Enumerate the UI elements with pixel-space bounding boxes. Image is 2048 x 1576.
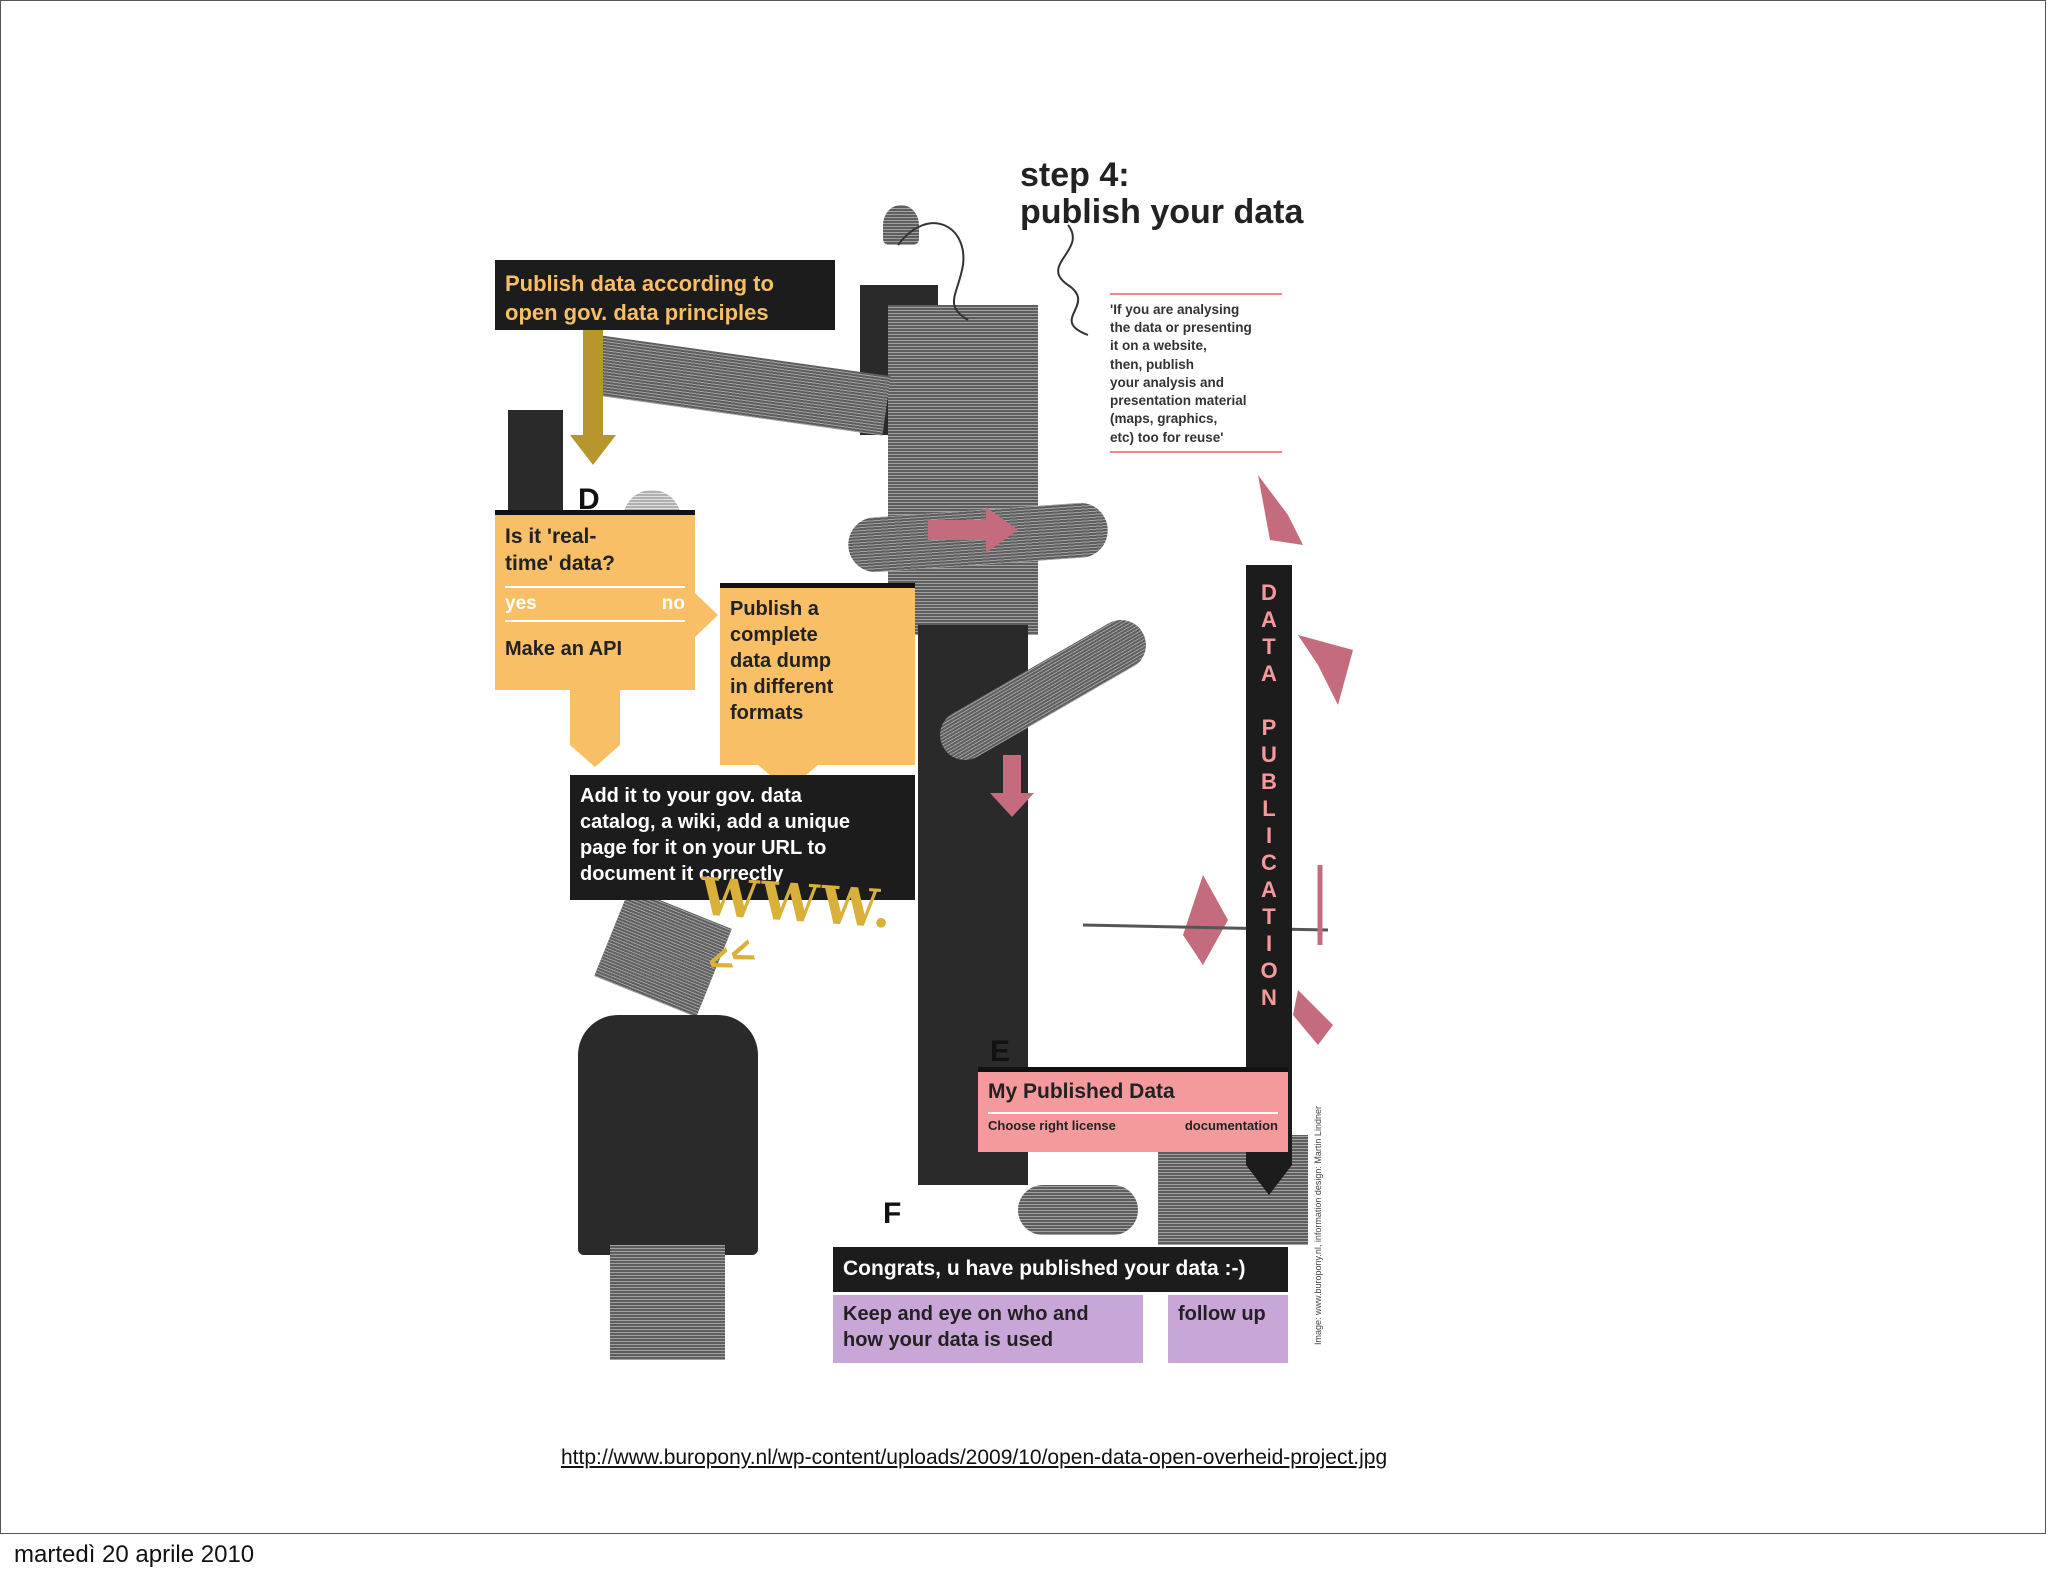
catalog-line: page for it on your URL to xyxy=(580,837,827,859)
quote-line: then, publish xyxy=(1110,356,1194,372)
realtime-question-box: Is it 'real- time' data? yes no Make an … xyxy=(495,510,695,690)
keep-eye-line-1: Keep and eye on who and xyxy=(843,1303,1089,1325)
principles-box: Publish data according to open gov. data… xyxy=(495,260,835,330)
dump-line: Publish a xyxy=(730,598,819,620)
dump-line: data dump xyxy=(730,650,832,672)
vertical-letter: N xyxy=(1261,985,1277,1010)
yes-label: yes xyxy=(505,592,537,614)
vertical-letter: D xyxy=(1261,580,1277,605)
catalog-line: document it correctly xyxy=(580,863,784,885)
connectors xyxy=(570,222,1353,1045)
data-dump-box: Publish a complete data dump in differen… xyxy=(720,583,915,765)
make-api-label: Make an API xyxy=(505,638,623,661)
follow-up-text: follow up xyxy=(1178,1303,1266,1325)
collage-woman-jacket xyxy=(578,1015,758,1255)
source-url-link[interactable]: http://www.buropony.nl/wp-content/upload… xyxy=(561,1446,1388,1469)
vertical-letter: A xyxy=(1261,877,1277,902)
title-line-2: publish your data xyxy=(1020,192,1304,231)
vertical-letter: C xyxy=(1261,850,1277,875)
vertical-letter: I xyxy=(1265,931,1273,956)
question-line-2: time' data? xyxy=(505,552,616,576)
pink-arrow-shard-4 xyxy=(1293,990,1333,1045)
no-label: no xyxy=(661,592,685,614)
vertical-letter: A xyxy=(1261,607,1277,632)
vertical-letter: P xyxy=(1261,715,1277,740)
quote-line: etc) too for reuse' xyxy=(1110,429,1224,445)
pink-arrow-right xyxy=(928,507,1018,553)
quote-line: your analysis and xyxy=(1110,374,1225,390)
vertical-letter xyxy=(1246,687,1292,714)
vertical-letter: A xyxy=(1261,661,1277,686)
squiggle-line xyxy=(897,222,969,321)
catalog-box: Add it to your gov. data catalog, a wiki… xyxy=(570,775,915,900)
congrats-text: Congrats, u have published your data :-) xyxy=(843,1257,1246,1280)
step-letter-f: F xyxy=(883,1197,902,1230)
footer-date: martedì 20 aprile 2010 xyxy=(14,1541,255,1568)
dump-line: in different xyxy=(730,676,834,698)
step-letter-e: E xyxy=(990,1035,1011,1068)
poster: step 4: publish your data 'If you are an… xyxy=(458,145,1358,1365)
lamp-cable xyxy=(1057,224,1089,336)
keep-eye-box: Keep and eye on who and how your data is… xyxy=(833,1295,1143,1363)
published-title: My Published Data xyxy=(988,1080,1175,1103)
pink-arrow-shard-2 xyxy=(1298,635,1353,705)
gold-arrow-down xyxy=(570,325,616,465)
dump-line: formats xyxy=(730,702,804,724)
vertical-letter: T xyxy=(1262,634,1276,659)
vertical-letter: I xyxy=(1265,823,1273,848)
principles-line-2: open gov. data principles xyxy=(505,299,769,325)
catalog-line: catalog, a wiki, add a unique xyxy=(580,811,851,833)
quote-line: presentation material xyxy=(1110,393,1247,409)
question-line-1: Is it 'real- xyxy=(505,525,597,548)
choose-license-label: Choose right license xyxy=(988,1118,1116,1133)
pink-arrow-down xyxy=(990,755,1034,817)
quote-line: the data or presenting xyxy=(1110,320,1252,336)
pink-arrow-shard-3 xyxy=(1183,875,1228,965)
vertical-letter: O xyxy=(1260,958,1278,983)
quote-block: 'If you are analysing the data or presen… xyxy=(1110,293,1282,453)
collage-left-arm xyxy=(508,410,563,520)
yes-no-row: yes no xyxy=(505,585,685,623)
pink-arrow-shard-1 xyxy=(1258,475,1303,545)
published-options-row: Choose right license documentation xyxy=(988,1112,1278,1133)
published-data-box: My Published Data Choose right license d… xyxy=(978,1067,1288,1152)
vertical-letter: T xyxy=(1262,904,1276,929)
quote-line: (maps, graphics, xyxy=(1110,411,1218,427)
credit-text: Image: www.buropony.nl, information desi… xyxy=(1313,1106,1323,1345)
vertical-letter: L xyxy=(1262,796,1276,821)
collage-lamp xyxy=(883,205,919,245)
collage-paper-stack xyxy=(610,1245,725,1360)
title-line-1: step 4: xyxy=(1020,156,1130,194)
step-letter-d: D xyxy=(578,483,600,516)
quote-line: it on a website, xyxy=(1110,338,1207,354)
vertical-letter: B xyxy=(1261,769,1277,794)
catalog-line: Add it to your gov. data xyxy=(580,785,802,807)
collage-person-torso xyxy=(888,305,1038,635)
poster-title: step 4: publish your data xyxy=(1020,157,1303,230)
follow-up-box: follow up xyxy=(1168,1295,1288,1363)
keep-eye-line-2: how your data is used xyxy=(843,1329,1054,1351)
collage-hand-mouse xyxy=(1018,1185,1138,1235)
vertical-letter: U xyxy=(1261,742,1277,767)
dump-line: complete xyxy=(730,624,818,646)
principles-line-1: Publish data according to xyxy=(505,271,774,296)
congrats-box: Congrats, u have published your data :-) xyxy=(833,1247,1288,1292)
documentation-label: documentation xyxy=(1184,1118,1278,1133)
quote-line: 'If you are analysing xyxy=(1110,302,1240,317)
